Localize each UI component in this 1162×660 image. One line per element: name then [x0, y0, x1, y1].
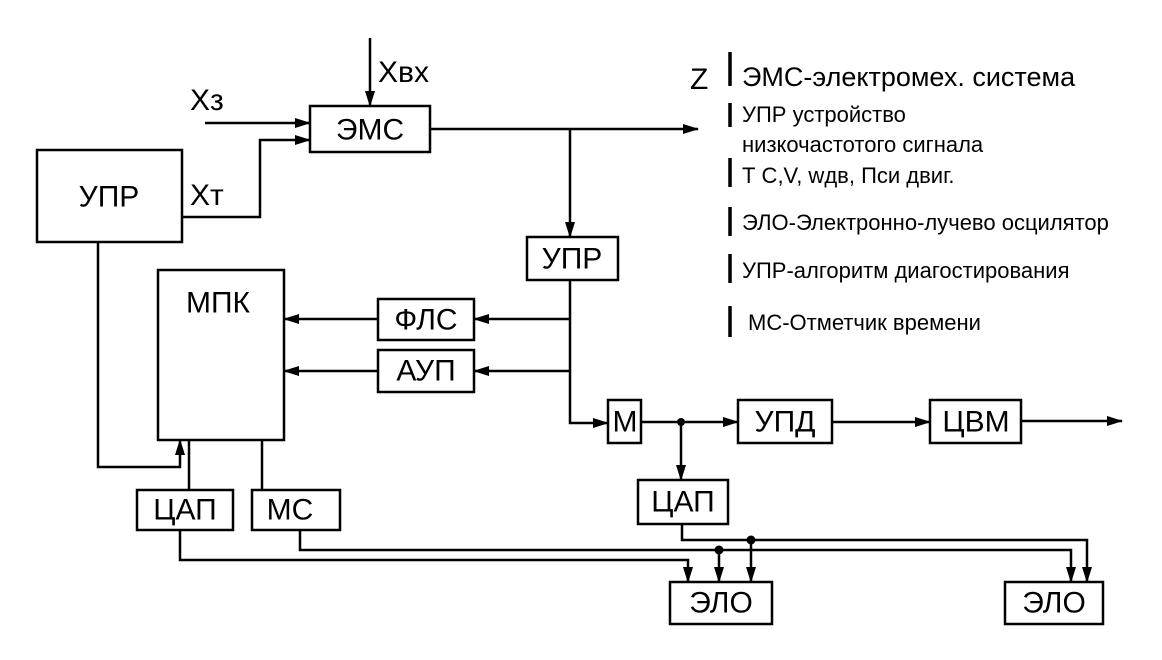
- block-cap-right: ЦАП: [636, 478, 730, 526]
- line-cap-right-elo: [680, 524, 1092, 583]
- line-ms-elo: [298, 530, 1076, 583]
- block-elo-left-label: ЭЛО: [689, 587, 753, 620]
- block-upr-mid: УПР: [525, 235, 620, 282]
- signal-x-vx: Хвх: [378, 56, 429, 89]
- junction-dot: [746, 535, 756, 545]
- signal-z: Z: [690, 63, 708, 96]
- signal-x-t: Хт: [190, 179, 224, 212]
- legend: ЭМС-электромех. система УПР устройство н…: [728, 52, 1109, 337]
- block-upr-left-label: УПР: [79, 181, 140, 214]
- block-aup: АУП: [376, 348, 476, 394]
- legend-item: ЭЛО-Электронно-лучево осцилятор: [742, 210, 1109, 235]
- connections: [96, 38, 1123, 583]
- legend-item: ЭМС-электромех. система: [742, 62, 1076, 92]
- legend-item: МС-Отметчик времени: [748, 310, 981, 335]
- block-upr-left: УПР: [35, 148, 184, 244]
- block-ems: ЭМС: [308, 104, 432, 154]
- line-xt: [182, 135, 311, 219]
- block-elo-right-label: ЭЛО: [1022, 587, 1086, 620]
- legend-item: УПР устройство: [742, 102, 906, 127]
- block-fls: ФЛС: [376, 297, 476, 342]
- block-ms-label: МС: [267, 494, 314, 527]
- line-cap-elo: [178, 530, 693, 583]
- legend-item: УПР-алгоритм диагостирования: [742, 258, 1069, 283]
- block-cvm-label: ЦВМ: [942, 406, 1009, 439]
- block-mpk: МПК: [156, 268, 286, 442]
- legend-item: Т С,V, wдв, Пси двиг.: [742, 163, 955, 188]
- line-upr-mpk: [96, 242, 185, 469]
- block-cap-left: ЦАП: [135, 488, 235, 532]
- block-elo-right: ЭЛО: [1003, 580, 1105, 626]
- block-aup-label: АУП: [396, 355, 455, 388]
- junction-dot: [714, 545, 724, 555]
- block-m: М: [606, 398, 643, 445]
- block-m-label: М: [613, 406, 638, 439]
- block-elo-left: ЭЛО: [668, 580, 774, 626]
- signal-x-z: Хз: [190, 84, 224, 117]
- block-cap-left-label: ЦАП: [153, 494, 216, 527]
- block-cvm: ЦВМ: [928, 398, 1023, 445]
- block-mpk-label: МПК: [186, 287, 251, 320]
- block-upd-label: УПД: [755, 406, 816, 439]
- block-ems-label: ЭМС: [336, 114, 404, 147]
- block-fls-label: ФЛС: [394, 304, 457, 337]
- legend-item: низкочастотого сигнала: [742, 132, 984, 157]
- block-cap-right-label: ЦАП: [651, 486, 714, 519]
- block-upr-mid-label: УПР: [542, 243, 603, 276]
- block-ms: МС: [250, 488, 342, 532]
- junction-dot: [677, 418, 685, 426]
- line-upr-trunk: [568, 280, 609, 428]
- block-upd: УПД: [736, 398, 834, 445]
